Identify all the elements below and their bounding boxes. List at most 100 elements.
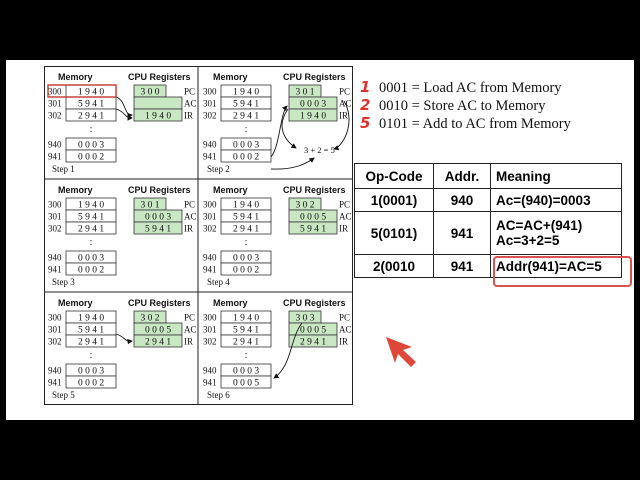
memory-cell-value: 0 0 0 3 — [233, 141, 259, 151]
memory-cell-value: 1 9 4 0 — [78, 314, 104, 324]
legend-item-add: 5 0101 = Add to AC from Memory — [360, 114, 624, 134]
step-label: Step 5 — [52, 390, 75, 400]
register-value: 5 9 4 1 — [300, 225, 326, 235]
memory-address: 940 — [48, 366, 62, 376]
memory-cell-value: 2 9 4 1 — [233, 338, 259, 348]
meaning-line: AC=AC+(941) — [496, 218, 583, 233]
memory-address: 301 — [48, 99, 62, 109]
register-label: IR — [184, 224, 193, 234]
cpu-registers-title: CPU Registers — [128, 72, 191, 82]
memory-cell-value: 1 9 4 0 — [233, 88, 259, 98]
register-label: AC — [184, 325, 197, 335]
meaning-line: Addr(941)=AC=5 — [496, 258, 602, 274]
register-label: AC — [339, 212, 352, 222]
memory-cell — [65, 262, 117, 276]
cell-address: 941 — [433, 211, 491, 255]
header-address: Addr. — [433, 163, 491, 189]
register-label: IR — [184, 337, 193, 347]
data-flow-arrow — [333, 100, 350, 151]
ellipsis-dots: : — [90, 237, 93, 248]
memory-address: 301 — [48, 325, 62, 335]
memory-cell-value: 1 9 4 0 — [78, 88, 104, 98]
register-label: IR — [339, 224, 348, 234]
cpu-registers-title: CPU Registers — [283, 185, 346, 195]
cpu-registers-title: CPU Registers — [128, 185, 191, 195]
register-cell — [288, 334, 338, 348]
register-value: 1 9 4 0 — [145, 112, 171, 122]
legend-number: 2 — [360, 96, 371, 114]
opcode-legend: 1 0001 = Load AC from Memory 2 0010 = St… — [360, 78, 624, 134]
register-label: AC — [339, 325, 352, 335]
register-label: IR — [339, 337, 348, 347]
header-opcode: Op-Code — [354, 163, 434, 189]
register-value: 1 9 4 0 — [300, 112, 326, 122]
memory-cell-value: 5 9 4 1 — [78, 326, 104, 336]
memory-cell-value: 1 9 4 0 — [78, 201, 104, 211]
legend-item-store: 2 0010 = Store AC to Memory — [360, 96, 624, 116]
memory-address: 940 — [203, 253, 217, 263]
step-label: Step 4 — [207, 277, 230, 287]
memory-cell-value: 2 9 4 1 — [78, 112, 104, 122]
memory-cell — [65, 149, 117, 163]
register-value: 0 0 0 5 — [300, 213, 326, 223]
data-flow-arrow — [281, 108, 297, 149]
register-label: PC — [339, 313, 350, 323]
step-label: Step 2 — [207, 164, 230, 174]
memory-cell-value: 0 0 0 2 — [78, 379, 104, 389]
memory-cell — [220, 149, 272, 163]
memory-cell-value: 0 0 0 5 — [233, 379, 259, 389]
pointer-arrow-icon — [386, 337, 416, 367]
memory-title: Memory — [58, 185, 93, 195]
register-label: PC — [339, 200, 350, 210]
register-label: IR — [339, 111, 348, 121]
cell-address: 940 — [433, 188, 491, 212]
memory-address: 300 — [203, 200, 217, 210]
register-label: AC — [184, 99, 197, 109]
memory-cell-value: 2 9 4 1 — [78, 225, 104, 235]
memory-cell-value: 5 9 4 1 — [233, 213, 259, 223]
memory-address: 941 — [203, 152, 217, 162]
memory-cell — [220, 108, 272, 122]
table-row: 5(0101) 941 AC=AC+(941) Ac=3+2=5 — [354, 211, 622, 255]
data-flow-arrow — [270, 157, 315, 170]
ellipsis-dots: : — [245, 350, 248, 361]
memory-address: 302 — [203, 337, 217, 347]
memory-cell-value: 0 0 0 3 — [78, 367, 104, 377]
memory-cell-value: 5 9 4 1 — [78, 100, 104, 110]
step-label: Step 1 — [52, 164, 75, 174]
data-flow-arrow — [115, 96, 133, 119]
memory-cell — [65, 221, 117, 235]
memory-address: 301 — [203, 325, 217, 335]
meaning-line: Ac=3+2=5 — [496, 233, 560, 248]
register-cell — [133, 334, 183, 348]
memory-cell-value: 0 0 0 3 — [78, 141, 104, 151]
register-label: PC — [184, 87, 195, 97]
legend-number: 1 — [360, 78, 371, 96]
data-flow-arrow — [115, 108, 133, 121]
step-label: Step 3 — [52, 277, 75, 287]
ellipsis-dots: : — [245, 124, 248, 135]
memory-cell — [65, 334, 117, 348]
memory-address: 302 — [203, 111, 217, 121]
memory-cell-value: 5 9 4 1 — [233, 326, 259, 336]
memory-address: 941 — [48, 265, 62, 275]
register-label: AC — [184, 212, 197, 222]
memory-cell-value: 0 0 0 2 — [78, 153, 104, 163]
cell-meaning: Ac=(940)=0003 — [490, 188, 622, 212]
data-flow-arrow — [273, 322, 303, 379]
memory-cell — [220, 334, 272, 348]
highlight-box — [47, 84, 117, 98]
memory-cell — [220, 221, 272, 235]
ellipsis-dots: : — [90, 124, 93, 135]
register-value: 0 0 0 3 — [300, 100, 326, 110]
register-value: 5 9 4 1 — [145, 225, 171, 235]
memory-address: 300 — [203, 313, 217, 323]
table-row: 2(0010 941 Addr(941)=AC=5 — [354, 254, 622, 278]
memory-address: 941 — [48, 378, 62, 388]
memory-cell-value: 1 9 4 0 — [233, 314, 259, 324]
memory-cell — [220, 375, 272, 389]
register-label: PC — [339, 87, 350, 97]
meaning-line: Ac=(940)=0003 — [496, 192, 591, 208]
